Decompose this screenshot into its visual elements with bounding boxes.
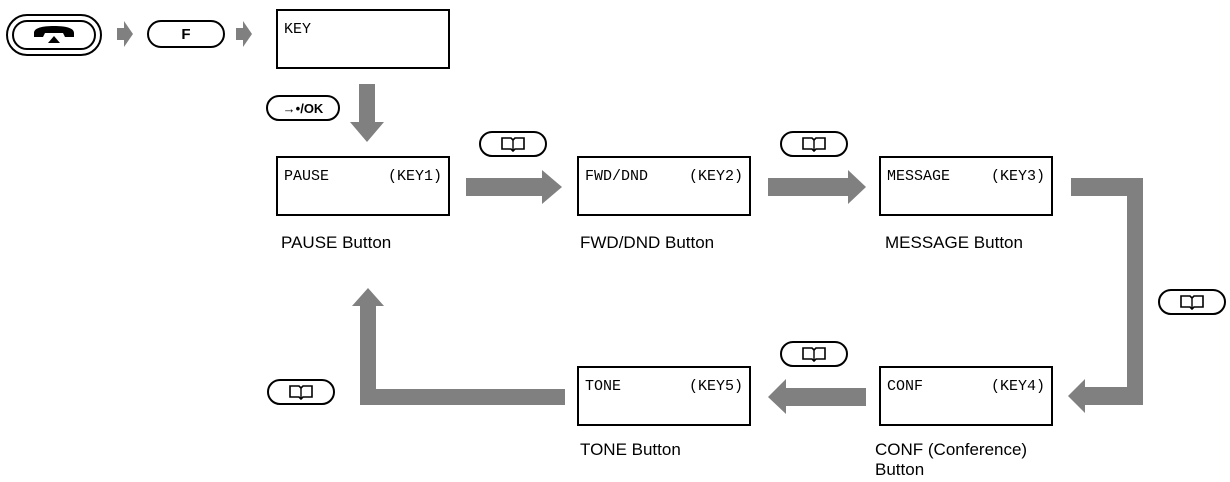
ok-key-label: →•/OK <box>282 100 324 116</box>
caption-conf-line2: Button <box>875 460 925 479</box>
caption-fwd-dnd: FWD/DND Button <box>580 233 715 252</box>
off-hook-key-inner <box>12 20 96 50</box>
step-arrow-1 <box>117 21 133 47</box>
loop-arrow-to-conf <box>1068 178 1143 413</box>
lcd-key-number: (KEY4) <box>990 378 1045 395</box>
directory-key-1[interactable] <box>479 131 547 157</box>
lcd-message-screen: MESSAGE (KEY3) <box>879 156 1053 216</box>
f-key[interactable]: F <box>147 20 225 48</box>
directory-key-4[interactable] <box>780 341 848 367</box>
lcd-key-number: (KEY2) <box>688 168 743 185</box>
directory-key-5[interactable] <box>267 379 335 405</box>
caption-message: MESSAGE Button <box>885 233 1023 252</box>
open-book-icon <box>802 347 826 362</box>
f-key-label: F <box>181 25 191 43</box>
lcd-tone-screen: TONE (KEY5) <box>577 366 751 426</box>
open-book-icon <box>802 137 826 152</box>
lcd-fwd-dnd-screen: FWD/DND (KEY2) <box>577 156 751 216</box>
lcd-text: PAUSE <box>284 168 330 185</box>
right-arrow-to-fwd <box>466 170 562 204</box>
caption-conf-line1: CONF (Conference) <box>875 440 1028 459</box>
open-book-icon <box>1180 295 1204 310</box>
handset-icon <box>34 26 74 43</box>
caption-pause: PAUSE Button <box>281 233 392 252</box>
lcd-key-number: (KEY5) <box>688 378 743 395</box>
off-hook-key[interactable] <box>6 14 102 56</box>
lcd-pause-screen: PAUSE (KEY1) <box>276 156 450 216</box>
lcd-text: CONF <box>887 378 924 395</box>
lcd-key-number: (KEY1) <box>387 168 442 185</box>
lcd-text: FWD/DND <box>585 168 649 185</box>
ok-key[interactable]: →•/OK <box>266 95 340 121</box>
lcd-key-number: (KEY3) <box>990 168 1045 185</box>
lcd-text: KEY <box>284 21 312 38</box>
down-arrow-to-pause <box>350 84 384 142</box>
lcd-key-screen: KEY <box>276 9 450 69</box>
lcd-text: MESSAGE <box>887 168 951 185</box>
open-book-icon <box>501 137 525 152</box>
caption-tone: TONE Button <box>580 440 681 459</box>
directory-key-2[interactable] <box>780 131 848 157</box>
left-arrow-to-tone <box>768 379 866 414</box>
open-book-icon <box>289 385 313 400</box>
step-arrow-2 <box>236 21 252 47</box>
lcd-text: TONE <box>585 378 622 395</box>
loop-arrow-to-pause <box>352 288 565 405</box>
right-arrow-to-message <box>768 170 866 204</box>
directory-key-3[interactable] <box>1158 289 1226 315</box>
lcd-conf-screen: CONF (KEY4) <box>879 366 1053 426</box>
